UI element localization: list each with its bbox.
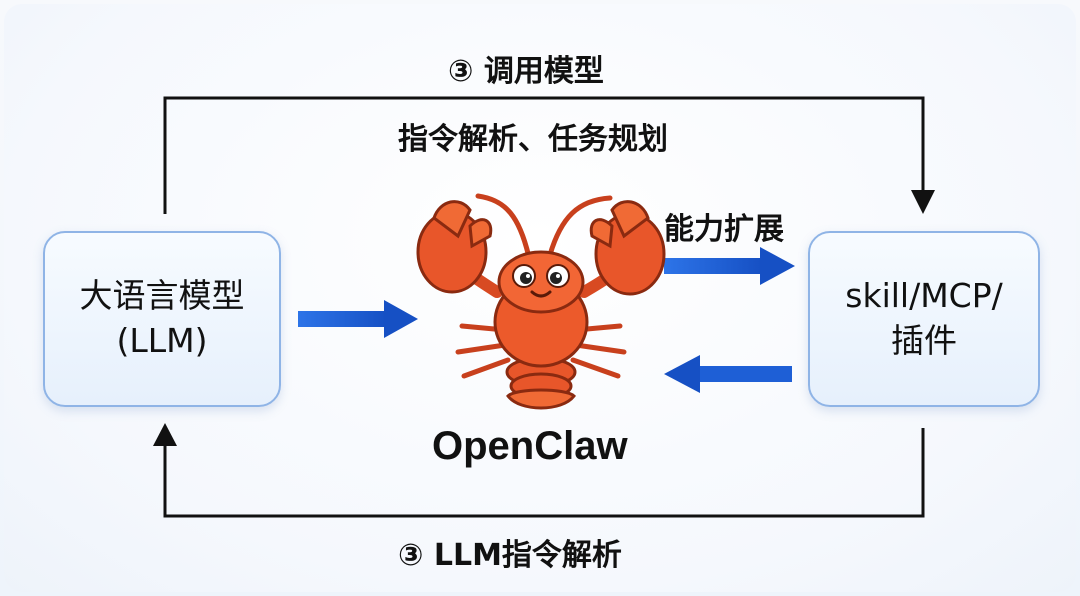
llm-node: 大语言模型 (LLM) (43, 231, 281, 407)
bottom-step-label: ③ LLM指令解析 (398, 538, 622, 573)
bottom-loop-arrowhead (153, 423, 177, 446)
top-sub-label: 指令解析、任务规划 (398, 122, 668, 157)
openclaw-label: OpenClaw (432, 424, 628, 468)
llm-node-line2: (LLM) (116, 321, 208, 360)
llm-node-line1: 大语言模型 (79, 276, 245, 316)
arrow-skill-to-openclaw (664, 355, 792, 393)
arrow-openclaw-to-skill (664, 247, 795, 285)
bottom-loop-line (163, 428, 925, 518)
top-loop-arrowhead (911, 190, 935, 214)
top-loop-line (163, 96, 925, 214)
top-step-label: ③ 调用模型 (448, 54, 604, 89)
skill-node: skill/MCP/ 插件 (808, 231, 1040, 407)
skill-node-line1: skill/MCP/ (845, 276, 1003, 316)
lobster-illustration (416, 193, 666, 410)
skill-node-line2: 插件 (891, 321, 957, 360)
arrow-llm-to-openclaw (298, 300, 418, 338)
capability-label: 能力扩展 (664, 212, 784, 247)
